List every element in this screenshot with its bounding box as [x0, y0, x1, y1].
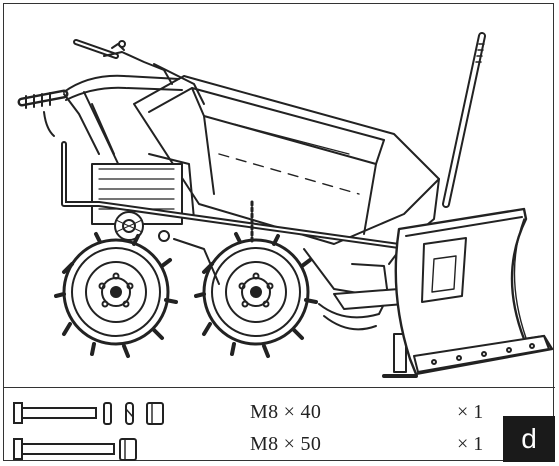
plow-blade — [394, 207, 554, 376]
bolt-icon — [13, 402, 97, 424]
washer-icon — [103, 402, 112, 425]
mini-dumper-plow-illustration — [17, 32, 554, 378]
left-wheel — [54, 232, 178, 358]
instruction-panel: M8 × 40 × 1 M8 × 50 × 1 d — [3, 3, 555, 462]
handlebar — [17, 39, 205, 173]
hardware-qty-1: × 1 — [457, 401, 484, 423]
lock-washer-icon — [125, 402, 134, 425]
hardware-qty-2: × 1 — [457, 433, 484, 455]
bolt-icon — [13, 438, 115, 460]
nut-icon — [119, 438, 137, 461]
divider-line — [4, 387, 555, 388]
hardware-icons — [13, 402, 164, 461]
hardware-list: M8 × 40 × 1 M8 × 50 × 1 d — [4, 389, 555, 462]
engine-block — [91, 153, 195, 242]
right-wheel — [194, 232, 318, 358]
hardware-spec-1: M8 × 40 — [250, 401, 322, 423]
dump-bucket — [133, 75, 440, 245]
step-badge: d — [503, 416, 555, 462]
plow-mount — [333, 243, 418, 378]
plow-lift-handle — [442, 32, 486, 208]
nut-icon — [146, 402, 164, 425]
hardware-spec-2: M8 × 50 — [250, 433, 322, 455]
